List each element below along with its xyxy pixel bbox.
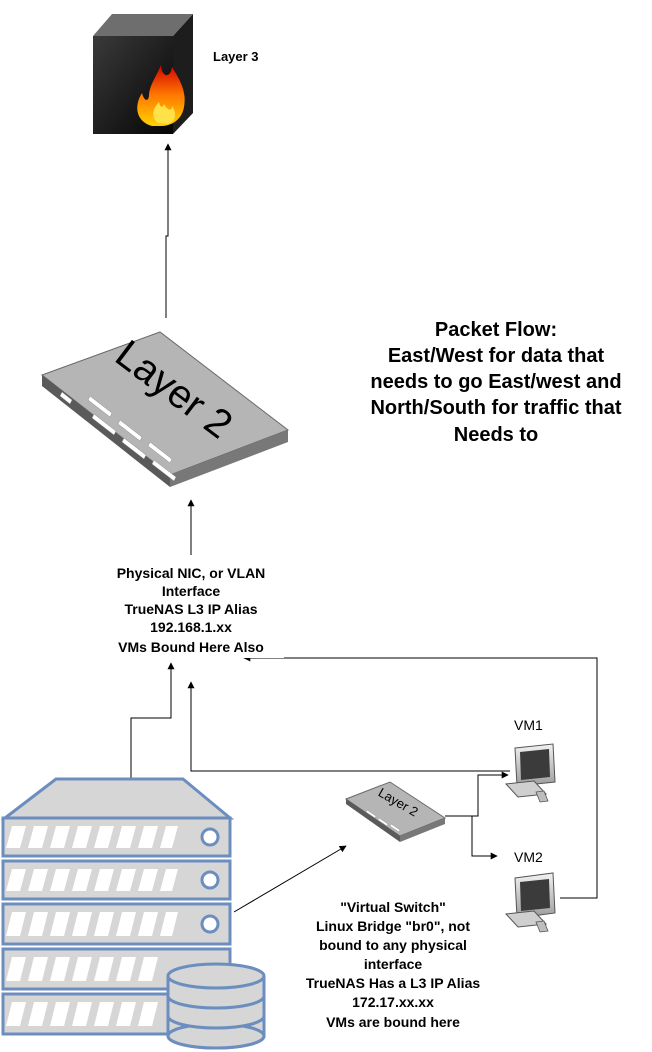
connectors [130, 143, 598, 913]
virtual-switch-icon [344, 781, 447, 842]
vswitch-note-line-3: bound to any physical [319, 937, 467, 953]
vswitch-note-line-7: VMs are bound here [326, 1014, 460, 1030]
edge-vm1-to-nic [187, 681, 510, 772]
edge-switch-to-firewall [164, 143, 172, 318]
vm1-computer-icon [504, 743, 556, 803]
virtual-switch-note: "Virtual Switch" Linux Bridge "br0", not… [306, 899, 481, 1030]
vswitch-note-line-2: Linux Bridge "br0", not [316, 918, 470, 934]
packet-flow-line-5: Needs to [454, 424, 538, 446]
physical-nic-line-1: Physical NIC, or VLAN [117, 565, 266, 581]
packet-flow-line-1: Packet Flow: [435, 319, 557, 341]
database-icon [166, 962, 266, 1050]
physical-nic-line-3: TrueNAS L3 IP Alias [124, 601, 257, 617]
server-unit [1, 902, 232, 946]
vswitch-note-line-4: interface [364, 956, 423, 972]
physical-nic-label: Physical NIC, or VLAN Interface TrueNAS … [100, 562, 284, 658]
firewall-icon [93, 14, 193, 134]
vm2-computer-icon [504, 872, 556, 933]
vswitch-note-line-5: TrueNAS Has a L3 IP Alias [306, 975, 481, 991]
vm1-label: VM1 [514, 717, 543, 733]
main-switch-icon [40, 331, 290, 487]
server-rack-icon [0, 777, 235, 1036]
edge-server-to-nic [130, 662, 175, 778]
edge-vswitch-to-vm2 [466, 815, 498, 860]
packet-flow-note: Packet Flow: East/West for data that nee… [370, 319, 621, 446]
physical-nic-line-2: Interface [162, 583, 221, 599]
firewall-label: Layer 3 [213, 49, 259, 64]
server-unit [1, 816, 232, 858]
edge-vswitch-to-vm1 [445, 771, 509, 817]
edge-vm2-to-nic [243, 654, 598, 899]
physical-nic-line-5: VMs Bound Here Also [118, 639, 264, 655]
packet-flow-line-3: needs to go East/west and [370, 371, 621, 393]
packet-flow-line-4: North/South for traffic that [370, 397, 621, 419]
vm2-label: VM2 [514, 849, 543, 865]
edge-server-to-vswitch [233, 845, 347, 913]
vswitch-note-line-6: 172.17.xx.xx [352, 994, 434, 1010]
packet-flow-line-2: East/West for data that [388, 345, 605, 367]
server-unit [1, 859, 232, 901]
physical-nic-line-4: 192.168.1.xx [150, 619, 232, 635]
vswitch-note-line-1: "Virtual Switch" [340, 899, 446, 915]
